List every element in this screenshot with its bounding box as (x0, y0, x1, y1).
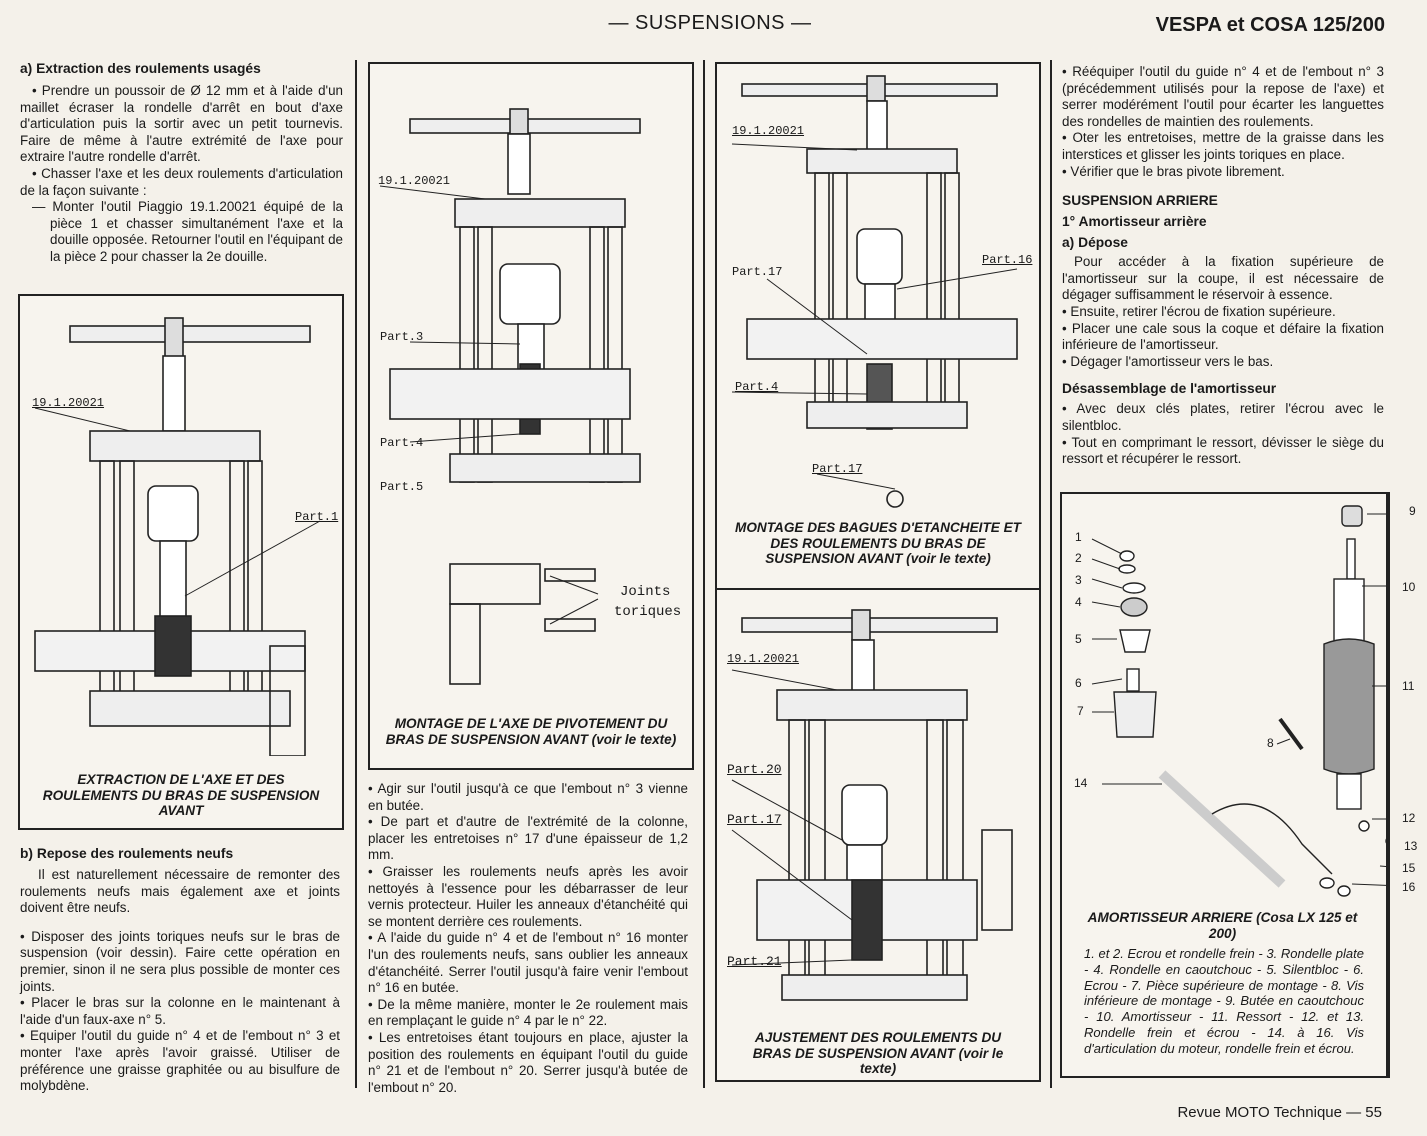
label-part20: Part.20 (727, 762, 782, 777)
label-part17: Part.17 (732, 265, 783, 279)
label-tool-number: 19.1.20021 (378, 174, 451, 188)
part-number: 7 (1077, 704, 1084, 718)
column-rule (1050, 60, 1052, 1088)
part-number: 13 (1404, 839, 1418, 853)
part-number: 4 (1075, 595, 1082, 609)
label-part17-spacer: Part.17 (812, 462, 863, 476)
heading-repose: b) Repose des roulements neufs (20, 846, 234, 861)
part-number: 9 (1409, 504, 1416, 518)
paragraph: • Graisser les roulements neufs après le… (368, 863, 688, 929)
montage-axe-drawing (379, 108, 641, 685)
label-part4: Part.4 (380, 436, 424, 450)
label-part5: Part.5 (380, 480, 424, 494)
part-number: 10 (1402, 580, 1416, 594)
callout-lines (379, 185, 599, 625)
column-rule (703, 60, 705, 1088)
column-2-text: • Agir sur l'outil jusqu'à ce que l'embo… (368, 781, 688, 1096)
figure-caption: MONTAGE DES BAGUES D'ETANCHEITE ET DES R… (735, 520, 1021, 566)
figure-caption: EXTRACTION DE L'AXE ET DES ROULEMENTS DU… (42, 772, 320, 818)
heading-extraction: a) Extraction des roulements usagés (20, 61, 261, 76)
part-number: 16 (1402, 880, 1416, 894)
figure-ajustement: 19.1.20021 Part.20 Part.17 Part.21 AJUST… (715, 588, 1041, 1082)
figure-montage-bagues: 19.1.20021 Part.16 Part.17 Part.4 Part.1… (715, 62, 1041, 590)
paragraph: • Chasser l'axe et les deux roulements d… (20, 165, 343, 198)
label-tool-number: 19.1.20021 (732, 124, 805, 138)
label-part4: Part.4 (735, 380, 779, 394)
part-number: 14 (1074, 776, 1088, 790)
callout-lines (34, 407, 321, 597)
paragraph: • Tout en comprimant le ressort, dévisse… (1062, 434, 1384, 467)
montage-bagues-drawing (731, 75, 1018, 508)
part-number: 5 (1075, 632, 1082, 646)
paragraph: • Dégager l'amortisseur vers le bas. (1062, 353, 1274, 369)
amortisseur-exploded-drawing (1091, 505, 1403, 897)
label-tool-number: 19.1.20021 (727, 652, 800, 666)
figure-caption: AMORTISSEUR ARRIERE (Cosa LX 125 et 200) (1087, 910, 1358, 941)
model-title: VESPA et COSA 125/200 (1155, 14, 1385, 36)
paragraph: • Ensuite, retirer l'écrou de fixation s… (1062, 303, 1336, 319)
part-number: 6 (1075, 676, 1082, 690)
paragraph: • Vérifier que le bras pivote librement. (1062, 163, 1285, 179)
figure-amortisseur: 1 2 3 4 5 6 7 8 9 10 11 14 12 13 15 16 A… (1060, 492, 1417, 1078)
paragraph: • Agir sur l'outil jusqu'à ce que l'embo… (368, 781, 688, 813)
extraction-tool-drawing (34, 317, 321, 757)
part-number: 15 (1402, 861, 1416, 875)
ajustement-drawing (731, 609, 1013, 1001)
label-joints: Joints (620, 584, 671, 600)
paragraph: • Prendre un poussoir de Ø 12 mm et à l'… (20, 83, 343, 165)
part-number: 1 (1075, 530, 1082, 544)
column-1-top: a) Extraction des roulements usagés • Pr… (20, 60, 343, 266)
callout-lines (731, 143, 1018, 490)
paragraph: Pour accéder à la fixation supérieure de… (1062, 254, 1384, 303)
paragraph: • De la même manière, monter le 2e roule… (368, 996, 688, 1029)
part-number: 8 (1267, 736, 1274, 750)
column-4-text: • Rééquiper l'outil du guide n° 4 et de … (1062, 64, 1384, 468)
paragraph: • Disposer des joints toriques neufs sur… (20, 928, 340, 994)
figure-extraction: 19.1.20021 Part.1 EXTRACTION DE L'AXE ET… (18, 294, 344, 830)
paragraph: • Equiper l'outil du guide n° 4 et de l'… (20, 1028, 340, 1094)
label-tool-number: 19.1.20021 (32, 396, 105, 410)
paragraph: • A l'aide du guide n° 4 et de l'embout … (368, 930, 688, 996)
label-part3: Part.3 (380, 330, 424, 344)
label-part1: Part.1 (295, 510, 339, 524)
paragraph: • Oter les entretoises, mettre de la gra… (1062, 130, 1384, 162)
paragraph: — Monter l'outil Piaggio 19.1.20021 équi… (32, 199, 343, 264)
label-part17: Part.17 (727, 812, 782, 827)
section-title: — SUSPENSIONS — (608, 12, 812, 34)
page-footer: Revue MOTO Technique — 55 (1177, 1104, 1382, 1121)
figure-caption: MONTAGE DE L'AXE DE PIVOTEMENT DU BRAS D… (385, 716, 677, 747)
part-number: 3 (1075, 573, 1082, 587)
label-part16: Part.16 (982, 253, 1033, 267)
label-toriques: toriques (614, 604, 682, 620)
paragraph: • Les entretoises étant toujours en plac… (368, 1029, 688, 1095)
heading-amortisseur: 1° Amortisseur arrière (1062, 214, 1207, 230)
label-part21: Part.21 (727, 954, 782, 969)
paragraph: • De part et d'autre de l'extrémité de l… (368, 814, 688, 863)
figure-caption: AJUSTEMENT DES ROULEMENTS DU BRAS DE SUS… (752, 1030, 1004, 1076)
part-number: 2 (1075, 551, 1082, 565)
column-rule (355, 60, 357, 1088)
heading-depose: a) Dépose (1062, 235, 1128, 251)
callout-lines (731, 669, 853, 966)
part-number: 12 (1402, 811, 1416, 825)
figure-montage-axe: 19.1.20021 Part.3 Part.4 Part.5 Joints t… (368, 62, 694, 770)
figure-legend: 1. et 2. Ecrou et rondelle frein - 3. Ro… (1084, 946, 1364, 1056)
paragraph: • Rééquiper l'outil du guide n° 4 et de … (1062, 64, 1384, 129)
heading-desassemblage: Désassemblage de l'amortisseur (1062, 381, 1277, 397)
paragraph: • Placer le bras sur la colonne en le ma… (20, 995, 340, 1027)
paragraph: Il est naturellement nécessaire de remon… (20, 867, 340, 916)
column-1-bottom: b) Repose des roulements neufs Il est na… (20, 845, 340, 1095)
paragraph: • Placer une cale sous la coque et défai… (1062, 320, 1384, 353)
part-number: 11 (1402, 679, 1415, 693)
paragraph: • Avec deux clés plates, retirer l'écrou… (1062, 401, 1384, 433)
heading-suspension-arriere: SUSPENSION ARRIERE (1062, 193, 1218, 209)
